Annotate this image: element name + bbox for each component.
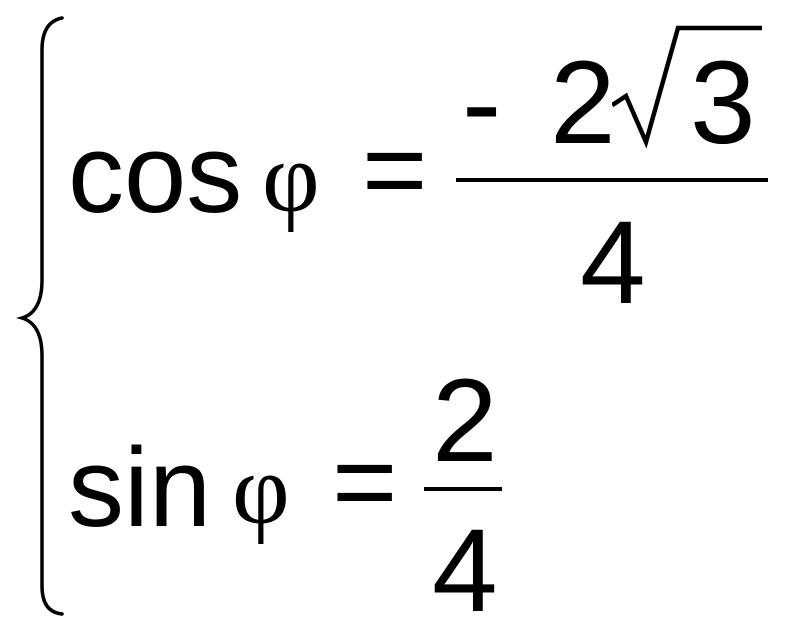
- square-root-icon: [612, 25, 762, 149]
- equals-sign-1: =: [362, 107, 428, 232]
- numerator-2-line2: 2: [432, 355, 498, 487]
- numerator-coefficient-2: 2: [550, 37, 616, 169]
- fraction-bar-2: [424, 487, 502, 491]
- fraction-bar-1: [456, 178, 768, 182]
- equals-sign-2: =: [332, 419, 398, 544]
- left-curly-brace: [15, 16, 64, 616]
- denominator-4-line1: 4: [580, 197, 646, 329]
- minus-sign: -: [462, 37, 502, 169]
- denominator-4-line2: 4: [432, 505, 498, 637]
- cos-function: cos: [68, 111, 243, 236]
- radicand-3: 3: [690, 37, 756, 169]
- phi-variable-1: φ: [262, 122, 320, 233]
- sin-function: sin: [68, 425, 212, 550]
- phi-variable-2: φ: [232, 434, 290, 545]
